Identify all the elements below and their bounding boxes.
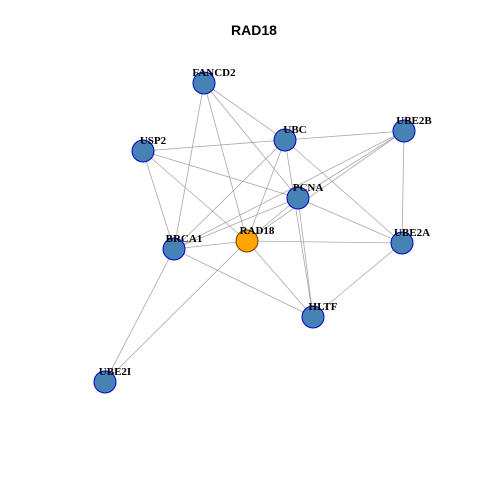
node-fancd2[interactable]: [192, 71, 216, 95]
edge-brca1-ube2i: [104, 248, 175, 383]
edge-ube2i-rad18: [104, 240, 248, 383]
node-ube2i[interactable]: [93, 370, 117, 394]
edge-rad18-ube2a: [246, 240, 403, 244]
node-usp2[interactable]: [131, 139, 155, 163]
edge-ube2b-ube2a: [401, 130, 405, 244]
edge-pcna-brca1: [173, 197, 299, 250]
edge-usp2-brca1: [142, 150, 175, 250]
edge-fancd2-ubc: [203, 82, 286, 141]
edge-pcna-ube2a: [297, 197, 403, 244]
edge-fancd2-rad18: [203, 82, 248, 242]
node-label-pcna: PCNA: [293, 182, 324, 194]
edge-ubc-ube2a: [284, 139, 403, 244]
node-ube2a[interactable]: [390, 231, 414, 255]
node-label-ube2i: UBE2I: [99, 366, 131, 378]
edge-fancd2-pcna: [203, 82, 299, 199]
edge-brca1-hltf: [173, 248, 314, 318]
node-pcna[interactable]: [286, 186, 310, 210]
node-ubc[interactable]: [273, 128, 297, 152]
edge-ubc-rad18: [246, 139, 286, 242]
node-hltf[interactable]: [301, 305, 325, 329]
node-rad18[interactable]: [235, 229, 259, 253]
edge-usp2-ubc: [142, 139, 286, 152]
node-ube2b[interactable]: [392, 119, 416, 143]
edge-ubc-hltf: [284, 139, 314, 318]
edges-layer: [104, 82, 405, 383]
node-brca1[interactable]: [162, 237, 186, 261]
edge-ube2a-hltf: [312, 242, 403, 318]
node-label-rad18: RAD18: [240, 225, 275, 237]
graph-title: RAD18: [231, 22, 277, 38]
node-label-brca1: BRCA1: [166, 233, 203, 245]
edge-ubc-ube2b: [284, 130, 405, 141]
edge-pcna-hltf: [297, 197, 314, 318]
node-label-ube2a: UBE2A: [394, 227, 430, 239]
node-label-ube2b: UBE2B: [396, 115, 432, 127]
node-label-ubc: UBC: [283, 124, 306, 136]
node-label-hltf: HLTF: [309, 301, 338, 313]
edge-fancd2-brca1: [173, 82, 205, 250]
edge-ube2b-rad18: [246, 130, 405, 242]
edge-ube2b-pcna: [297, 130, 405, 199]
edge-rad18-hltf: [246, 240, 314, 318]
edge-rad18-brca1: [173, 240, 248, 250]
edge-usp2-pcna: [142, 150, 299, 199]
edge-usp2-rad18: [142, 150, 248, 242]
edge-ube2b-brca1: [173, 130, 405, 250]
node-label-fancd2: FANCD2: [192, 67, 236, 79]
node-label-usp2: USP2: [140, 135, 167, 147]
edge-ubc-brca1: [173, 139, 286, 250]
